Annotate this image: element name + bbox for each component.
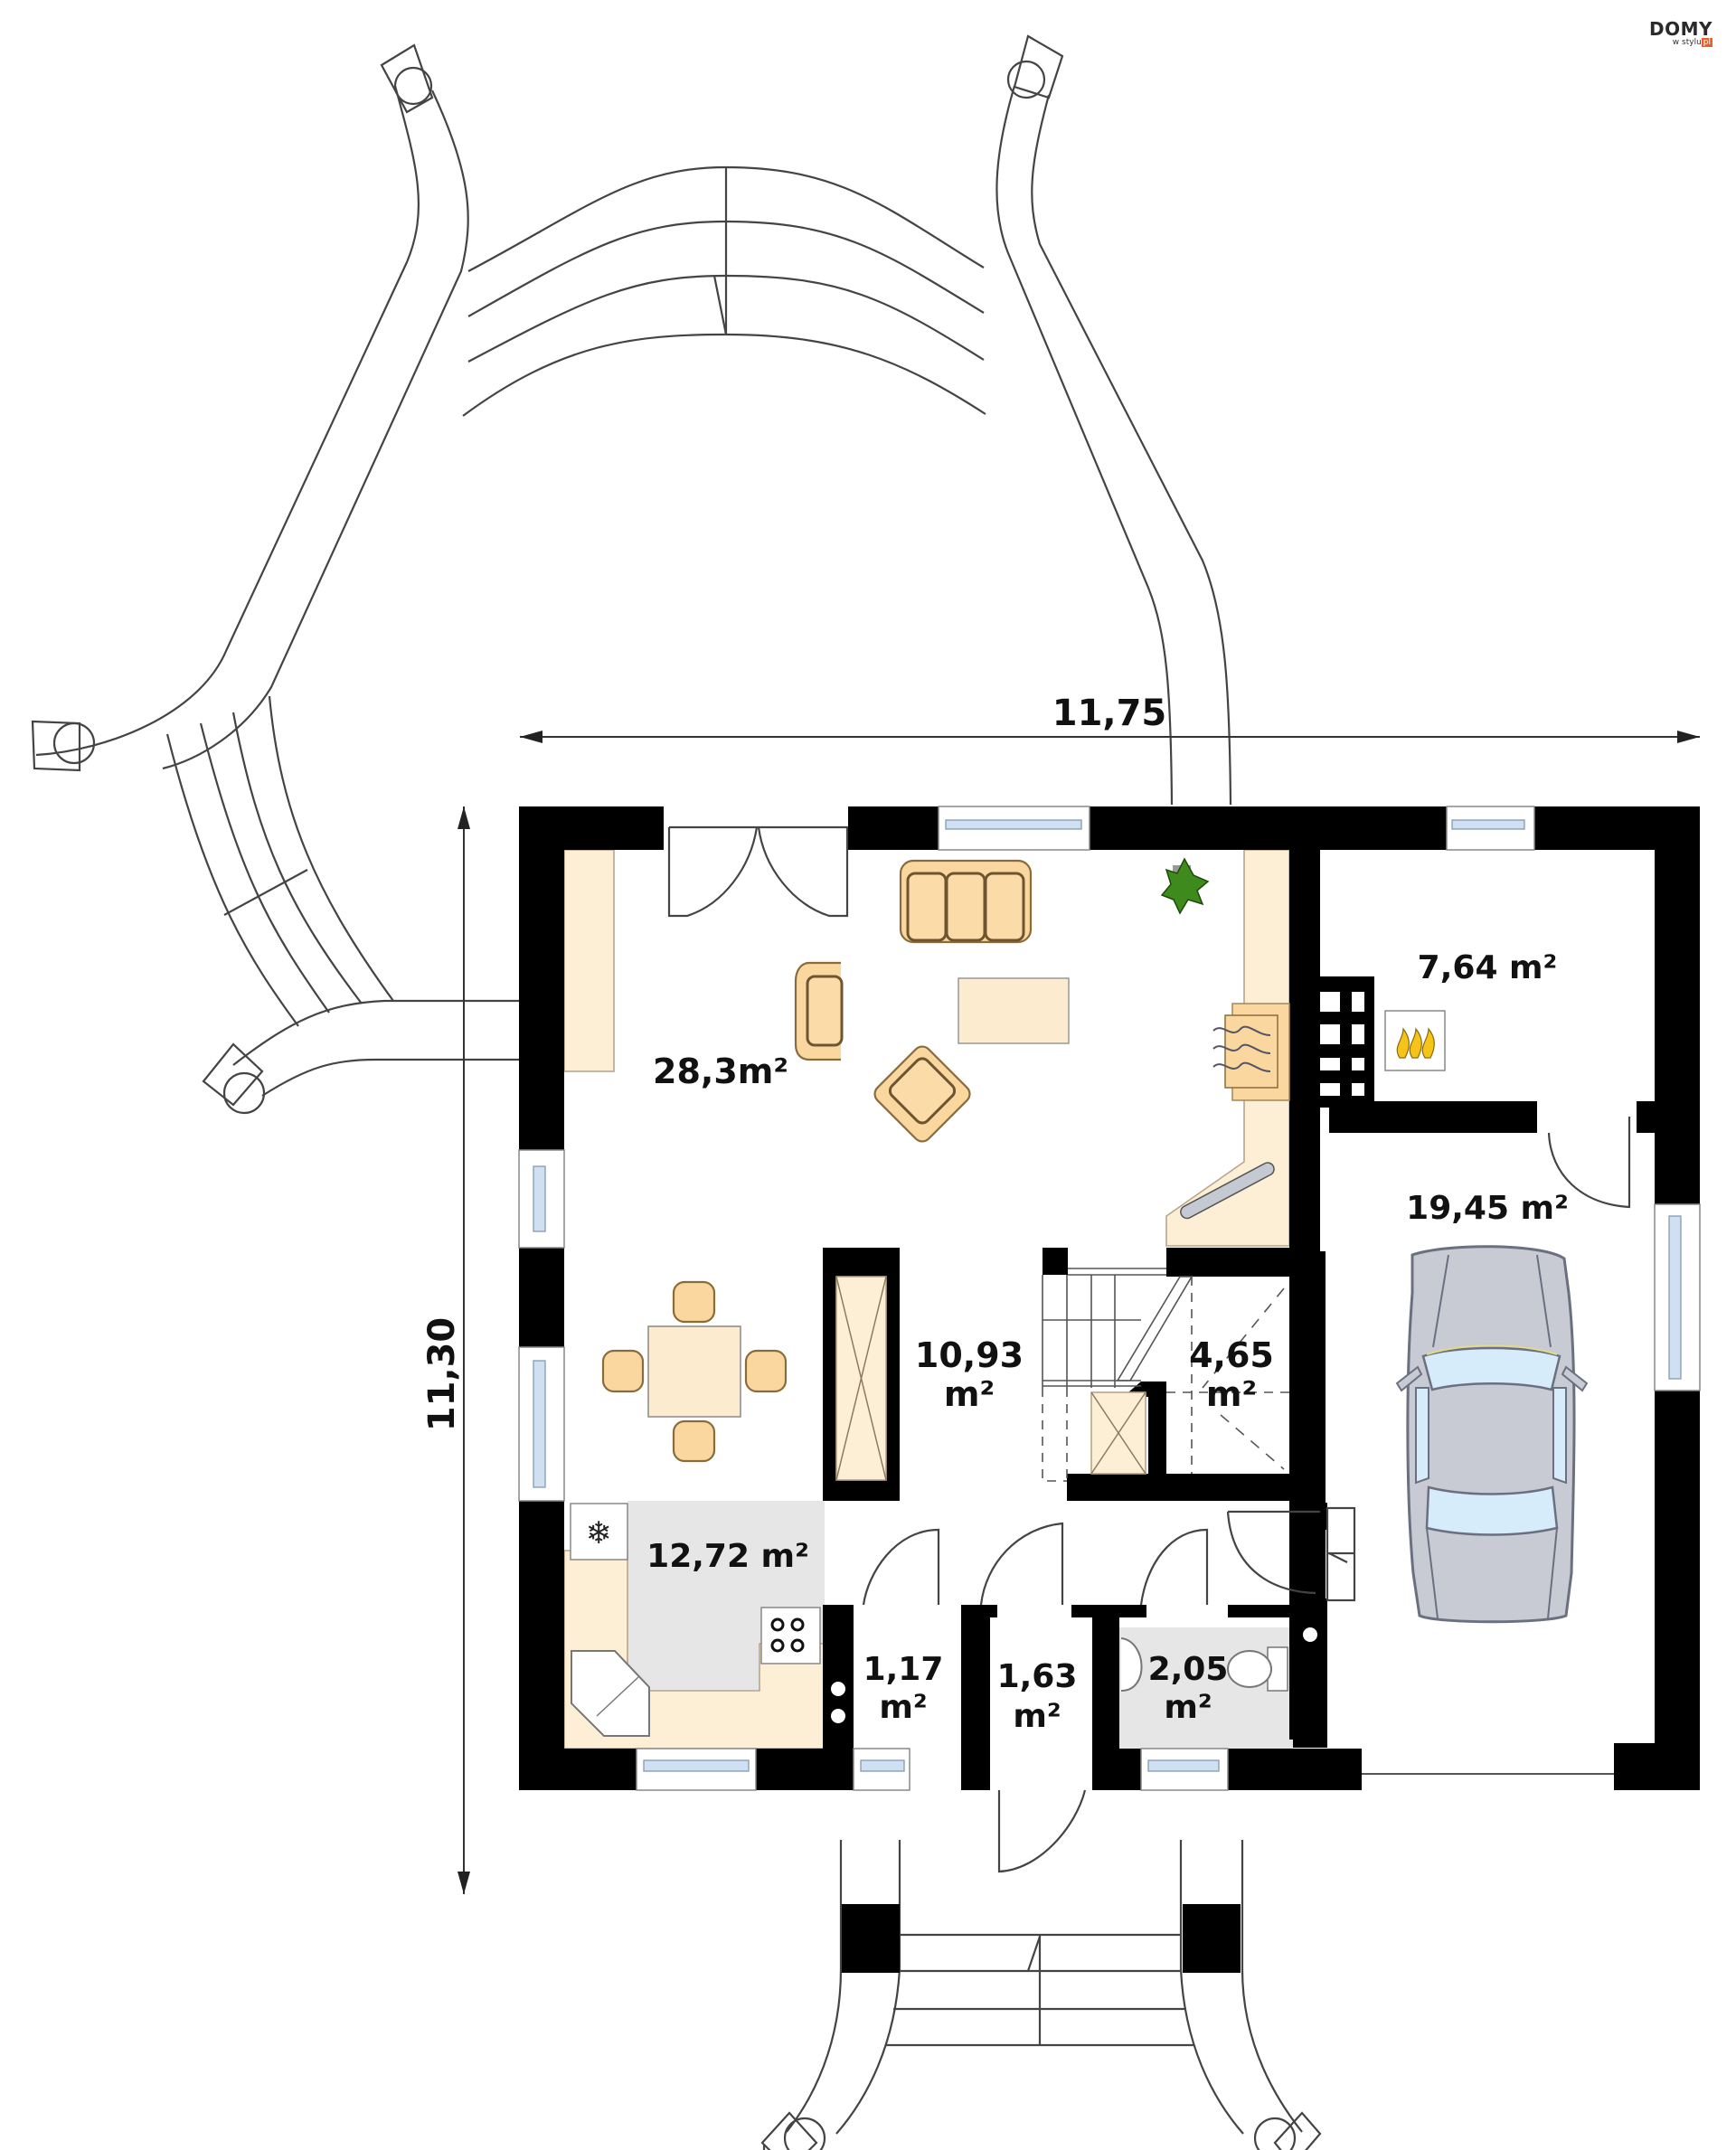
- window-north-boiler: [1446, 806, 1535, 851]
- window-west-2: [518, 1346, 565, 1502]
- terrace-double-door[interactable]: [667, 825, 849, 918]
- window-north-living: [938, 806, 1090, 851]
- brand-suffix: pl: [1701, 38, 1712, 47]
- pergola-left: [31, 695, 519, 1115]
- window-east-garage: [1654, 1203, 1701, 1391]
- washbasin: [1120, 1637, 1143, 1692]
- snowflake-icon: ❄: [586, 1515, 612, 1551]
- wall-vents: [831, 1627, 1317, 1723]
- dimension-width-label: 11,75: [1052, 693, 1167, 734]
- boiler-door[interactable]: [1547, 1117, 1631, 1209]
- room-area-boiler: 7,64 m²: [1418, 949, 1558, 986]
- fireplace: [1212, 1003, 1290, 1101]
- room-area-hall-line2: m²: [944, 1374, 995, 1414]
- vestibule-door[interactable]: [979, 1522, 1064, 1606]
- room-labels: 28,3m² 10,93 m² 4,65 m² 7,64 m² 19,45 m²…: [646, 949, 1569, 1735]
- brand-name: DOMY: [1649, 18, 1712, 40]
- car-icon: [1395, 1245, 1589, 1624]
- porch-pillar-right: [1183, 1904, 1241, 1973]
- room-area-kitchen: 12,72 m²: [646, 1538, 809, 1575]
- window-south-wc: [1140, 1748, 1229, 1791]
- under-stair-cabinet: [1090, 1391, 1146, 1475]
- porch-pillar-left: [842, 1904, 900, 1973]
- window-south-pantry: [853, 1748, 910, 1791]
- plant-icon: [1160, 857, 1210, 915]
- room-area-wc-line2: m²: [1164, 1689, 1212, 1726]
- toilet: [1227, 1646, 1288, 1692]
- windows: [518, 806, 1701, 1791]
- dimension-height-label: 11,30: [421, 1317, 463, 1432]
- staircase[interactable]: [1042, 1268, 1293, 1482]
- doors[interactable]: [667, 825, 1631, 1873]
- flame-icon: [1396, 1027, 1435, 1059]
- chimney-flues: [1320, 992, 1364, 1096]
- coffee-table: [958, 977, 1070, 1044]
- room-area-vestibule-line1: 1,63: [997, 1658, 1078, 1695]
- corner-sink: [571, 1650, 650, 1737]
- armchair-2: [873, 1045, 971, 1143]
- window-west-1: [518, 1149, 565, 1249]
- dimension-height: 11,30: [421, 806, 470, 1894]
- wc-door[interactable]: [1139, 1528, 1209, 1606]
- radiator: [1180, 1162, 1275, 1220]
- room-area-garage: 19,45 m²: [1406, 1190, 1569, 1227]
- room-area-stair-storage-line1: 4,65: [1189, 1335, 1274, 1375]
- entrance-door[interactable]: [997, 1789, 1087, 1873]
- armchair-1: [794, 961, 844, 1061]
- cooktop-icon: [760, 1607, 821, 1664]
- hall-wardrobe: [835, 1276, 887, 1481]
- garage-hall-door[interactable]: [1226, 1506, 1356, 1602]
- room-area-living: 28,3m²: [653, 1051, 788, 1091]
- pergola-bottom: [760, 1840, 1322, 2150]
- boiler: [1384, 1010, 1446, 1071]
- sofa: [899, 859, 1033, 944]
- heat-waves-icon: [1212, 1025, 1271, 1072]
- pantry-door[interactable]: [862, 1528, 940, 1606]
- fridge: ❄: [570, 1503, 628, 1561]
- room-area-hall-line1: 10,93: [915, 1335, 1024, 1375]
- dimension-width: 11,75: [520, 693, 1700, 743]
- room-area-vestibule-line2: m²: [1013, 1698, 1061, 1735]
- window-south-kitchen: [636, 1748, 757, 1791]
- room-area-pantry-line1: 1,17: [863, 1651, 944, 1688]
- room-area-pantry-line2: m²: [879, 1689, 927, 1726]
- room-area-stair-storage-line2: m²: [1206, 1374, 1257, 1414]
- pergola-top: [35, 34, 1232, 806]
- floor-fills: [563, 849, 1293, 1749]
- dining-set: [601, 1280, 788, 1463]
- room-area-wc-line1: 2,05: [1148, 1651, 1229, 1688]
